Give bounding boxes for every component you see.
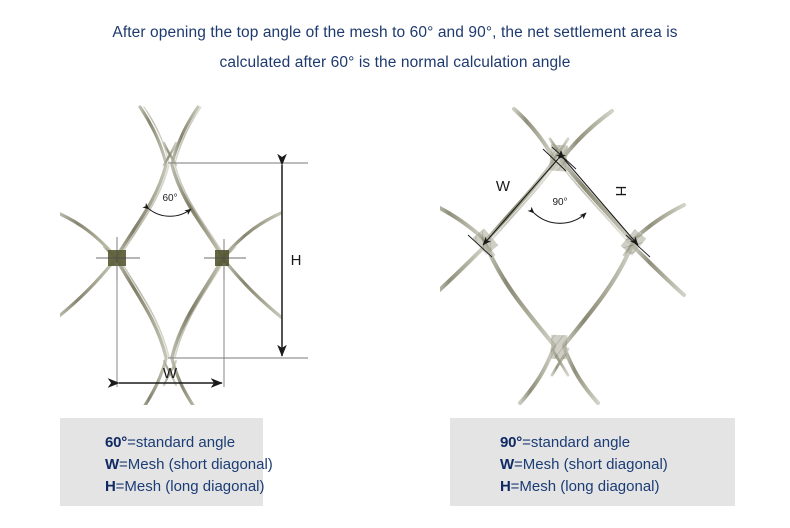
dimension-h-label-left: H <box>291 252 302 269</box>
dimension-h-right: H <box>551 146 651 258</box>
legend-value-w-60: =Mesh (short diagonal) <box>118 456 273 473</box>
legend-line-standard-angle-60: 60°=standard angle <box>105 432 263 454</box>
mesh-diagram-90: W H 90° <box>440 95 730 405</box>
legend-key-h-90: H <box>500 478 511 495</box>
legend-line-standard-angle-90: 90°=standard angle <box>500 432 735 454</box>
legend-line-h-60: H=Mesh (long diagonal) <box>105 476 265 498</box>
legend-line-h-90: H=Mesh (long diagonal) <box>500 476 735 498</box>
dimension-w-left: W <box>107 263 225 388</box>
legend-line-w-90: W=Mesh (short diagonal) <box>500 454 735 476</box>
page-title-line-2: calculated after 60° is the normal calcu… <box>219 54 571 71</box>
legend-value-h-60: =Mesh (long diagonal) <box>115 478 265 495</box>
dimension-h-left: H <box>168 153 308 359</box>
page-title-line-1: After opening the top angle of the mesh … <box>112 24 678 41</box>
legend-line-w-60: W=Mesh (short diagonal) <box>105 454 273 476</box>
legend-box-90: 90°=standard angle W=Mesh (short diagona… <box>450 418 735 506</box>
angle-label-90: 90° <box>552 197 567 208</box>
legend-key-angle-90: 90° <box>500 434 523 451</box>
dimension-h-label-right: H <box>612 186 629 197</box>
legend-value-angle-60: =standard angle <box>127 434 236 451</box>
mesh-diagram-60: H W 60° <box>60 95 330 405</box>
legend-value-h-90: =Mesh (long diagonal) <box>510 478 660 495</box>
legend-key-w-60: W <box>105 456 119 473</box>
legend-key-h-60: H <box>105 478 116 495</box>
angle-label-60: 60° <box>162 193 177 204</box>
legend-value-angle-90: =standard angle <box>522 434 631 451</box>
mesh-wire-group-left <box>60 105 283 405</box>
legend-key-w-90: W <box>500 456 514 473</box>
dimension-w-right: W <box>467 148 567 258</box>
dimension-w-label-right: W <box>496 178 511 195</box>
angle-arc-90: 90° <box>527 197 587 224</box>
legend-key-angle-60: 60° <box>105 434 128 451</box>
angle-arc-60: 60° <box>142 193 192 217</box>
cable-twist-sleeves-right <box>472 144 647 360</box>
page-title: After opening the top angle of the mesh … <box>55 18 735 78</box>
legend-value-w-90: =Mesh (short diagonal) <box>513 456 668 473</box>
legend-box-60: 60°=standard angle W=Mesh (short diagona… <box>60 418 273 506</box>
dimension-w-label-left: W <box>163 365 178 382</box>
